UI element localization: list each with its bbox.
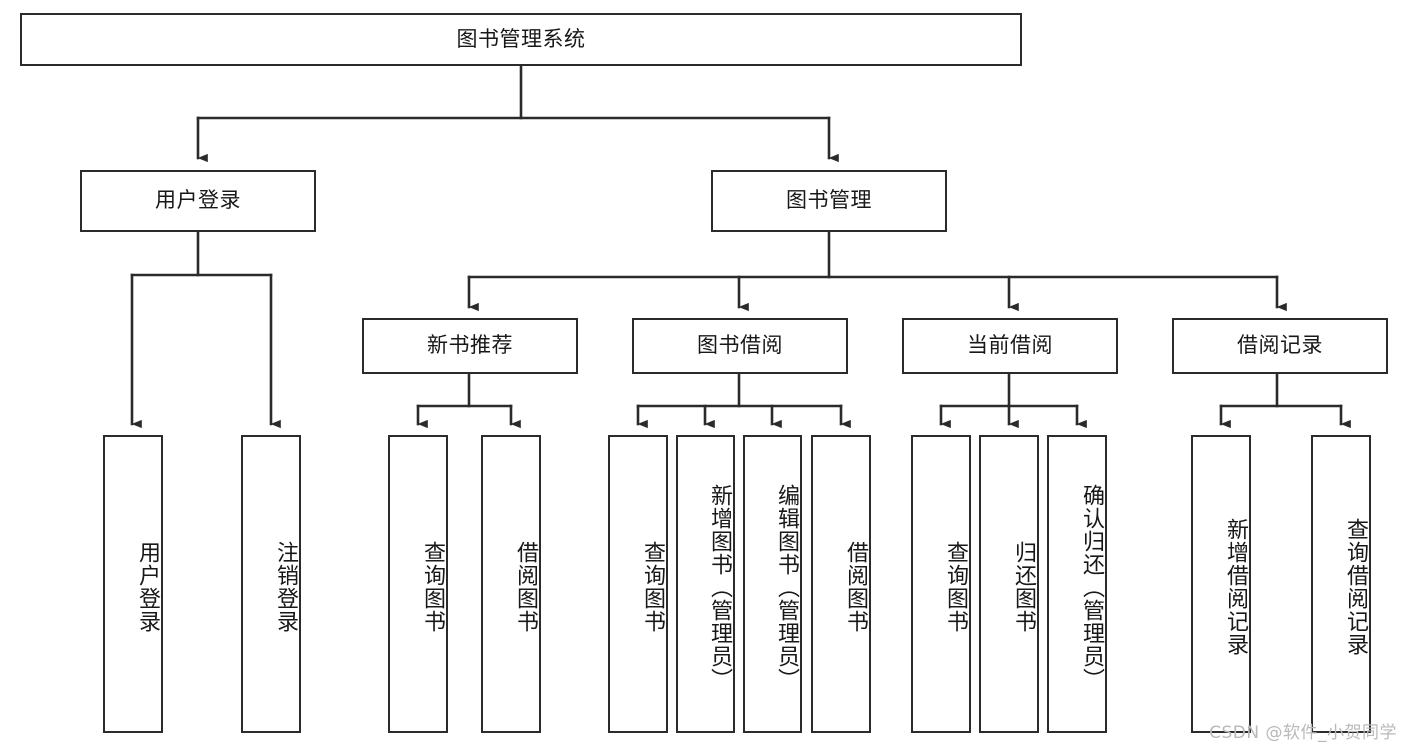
leaf-confirm-return-admin[interactable]: 确认归还（管理员） bbox=[1047, 435, 1107, 733]
leaf-edit-book-admin[interactable]: 编辑图书（管理员） bbox=[743, 435, 802, 733]
node-book-management[interactable]: 图书管理 bbox=[711, 170, 947, 232]
node-label: 归还图书 bbox=[1011, 541, 1036, 633]
leaf-query-books-current[interactable]: 查询图书 bbox=[911, 435, 971, 733]
leaf-add-book-admin[interactable]: 新增图书（管理员） bbox=[676, 435, 735, 733]
leaf-logout[interactable]: 注销登录 bbox=[241, 435, 301, 733]
node-label: 确认归还（管理员） bbox=[1079, 483, 1104, 691]
node-label: 查询图书 bbox=[943, 541, 968, 633]
node-label: 注销登录 bbox=[273, 541, 298, 633]
leaf-add-borrow-record[interactable]: 新增借阅记录 bbox=[1191, 435, 1251, 733]
node-new-book-recommendation[interactable]: 新书推荐 bbox=[362, 318, 578, 374]
node-label: 新增借阅记录 bbox=[1223, 518, 1248, 656]
node-user-login[interactable]: 用户登录 bbox=[80, 170, 316, 232]
leaf-user-login[interactable]: 用户登录 bbox=[103, 435, 163, 733]
node-borrowing-records[interactable]: 借阅记录 bbox=[1172, 318, 1388, 374]
node-label: 新增图书（管理员） bbox=[707, 483, 732, 691]
node-label: 用户登录 bbox=[135, 541, 160, 633]
node-label: 查询图书 bbox=[640, 541, 665, 633]
node-label: 当前借阅 bbox=[967, 333, 1053, 358]
leaf-query-books-recommend[interactable]: 查询图书 bbox=[388, 435, 448, 733]
node-label: 图书管理系统 bbox=[456, 26, 586, 51]
leaf-borrow-books-borrowing[interactable]: 借阅图书 bbox=[811, 435, 871, 733]
node-label: 新书推荐 bbox=[427, 333, 513, 358]
node-label: 图书管理 bbox=[786, 188, 872, 213]
leaf-query-borrow-record[interactable]: 查询借阅记录 bbox=[1311, 435, 1371, 733]
leaf-borrow-books-recommend[interactable]: 借阅图书 bbox=[481, 435, 541, 733]
node-label: 借阅图书 bbox=[513, 541, 538, 633]
node-current-borrowing[interactable]: 当前借阅 bbox=[902, 318, 1118, 374]
node-label: 查询借阅记录 bbox=[1343, 518, 1368, 656]
node-book-borrowing[interactable]: 图书借阅 bbox=[632, 318, 848, 374]
node-label: 借阅图书 bbox=[843, 541, 868, 633]
node-label: 图书借阅 bbox=[697, 333, 783, 358]
node-root-library-management-system[interactable]: 图书管理系统 bbox=[20, 13, 1022, 66]
node-label: 查询图书 bbox=[420, 541, 445, 633]
leaf-return-books[interactable]: 归还图书 bbox=[979, 435, 1039, 733]
leaf-query-books-borrowing[interactable]: 查询图书 bbox=[608, 435, 668, 733]
node-label: 编辑图书（管理员） bbox=[774, 483, 799, 691]
node-label: 用户登录 bbox=[155, 188, 241, 213]
csdn-watermark: CSDN @软件_小贺同学 bbox=[1209, 723, 1397, 743]
node-label: 借阅记录 bbox=[1237, 333, 1323, 358]
